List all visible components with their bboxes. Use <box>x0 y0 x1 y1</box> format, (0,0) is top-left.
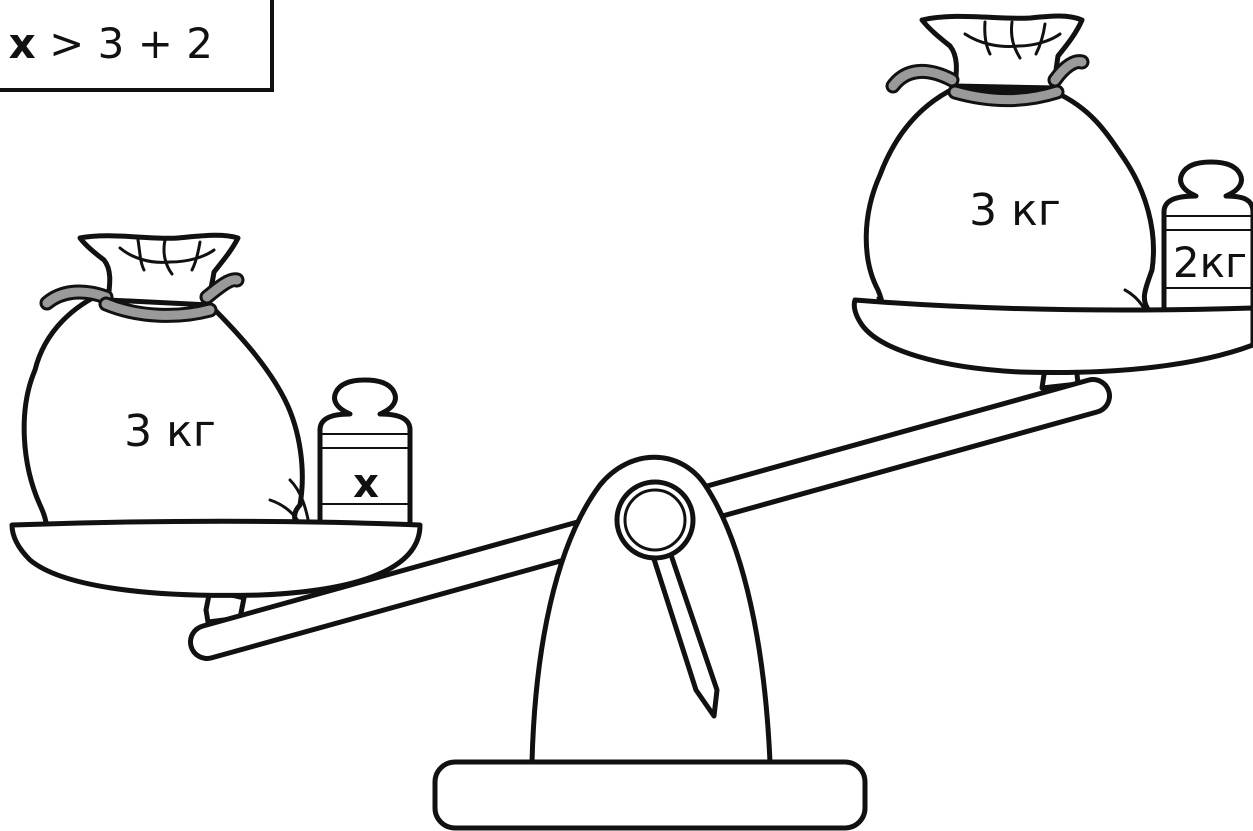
equation-text: 3 + x > 3 + 2 <box>0 19 213 68</box>
left-bag: 3 кг <box>24 235 310 540</box>
right-pan <box>854 300 1253 373</box>
left-weight-label: x <box>353 461 379 507</box>
equation-prefix: 3 + <box>0 19 9 68</box>
right-weight: 2кг <box>1164 162 1253 312</box>
equation-suffix: > 3 + 2 <box>36 19 213 68</box>
right-weight-label: 2кг <box>1173 238 1247 287</box>
right-bag-label: 3 кг <box>969 185 1061 236</box>
equation-variable: x <box>9 19 36 68</box>
left-weight: x <box>320 380 410 528</box>
left-bag-label: 3 кг <box>124 406 216 457</box>
scale-base <box>435 762 865 828</box>
equation-box: 3 + x > 3 + 2 <box>0 0 272 90</box>
right-bag: 3 кг <box>866 16 1153 318</box>
